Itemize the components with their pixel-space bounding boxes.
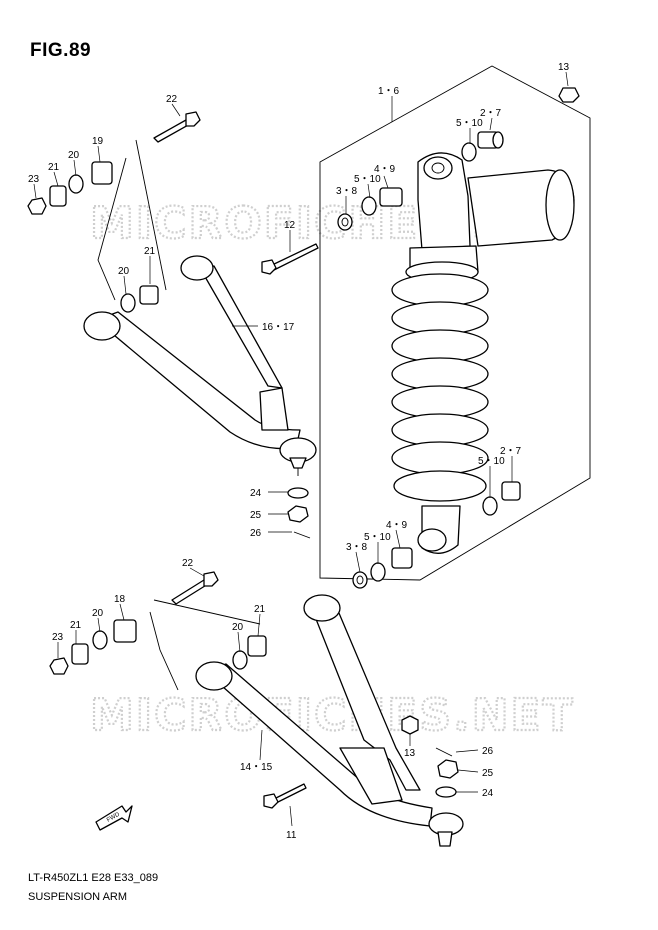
callout-5-10-bottom-b: 5・10 <box>364 532 391 543</box>
callout-2-7-bottom: 2・7 <box>500 446 522 457</box>
upper-arm-bushings <box>27 111 319 539</box>
figure-code: LT-R450ZL1 E28 E33_089 <box>28 872 159 884</box>
callout-14-15: 14・15 <box>240 762 273 773</box>
lower-arm-bushings <box>49 571 459 809</box>
forward-direction-arrow: FWD <box>95 805 133 831</box>
callout-24-top: 24 <box>250 488 262 499</box>
figure-title: FIG.89 <box>30 40 92 61</box>
callout-23-top: 23 <box>28 174 40 185</box>
callout-25-bottom: 25 <box>482 768 494 779</box>
callout-4-9-top: 4・9 <box>374 164 396 175</box>
callout-25-top: 25 <box>250 510 262 521</box>
callout-18: 18 <box>114 594 126 605</box>
callout-23-bottom: 23 <box>52 632 64 643</box>
figure-name: SUSPENSION ARM <box>28 891 128 903</box>
callout-19: 19 <box>92 136 104 147</box>
leader-lines <box>33 71 569 827</box>
callout-20-top-left: 20 <box>68 150 80 161</box>
callout-labels: 22 19 20 21 23 21 20 12 16・17 24 25 26 1… <box>28 62 570 841</box>
callout-5-10-top-b: 5・10 <box>354 174 381 185</box>
upper-suspension-arm <box>83 255 317 476</box>
callout-20-bottom-right: 20 <box>232 622 244 633</box>
callout-26-top: 26 <box>250 528 262 539</box>
lower-suspension-arm <box>195 594 464 847</box>
upper-arm-leader-left <box>97 157 127 301</box>
callout-5-10-bottom-a: 5・10 <box>478 456 505 467</box>
callout-21-top-right: 21 <box>144 246 156 257</box>
watermark-bottom: MICROFICHES.NET <box>90 690 575 741</box>
rear-shock-absorber <box>391 152 575 554</box>
callout-2-7-top: 2・7 <box>480 108 502 119</box>
shock-upper-hardware <box>337 87 580 231</box>
callout-24-bottom: 24 <box>482 788 494 799</box>
callout-5-10-top-a: 5・10 <box>456 118 483 129</box>
callout-1-6: 1・6 <box>378 86 400 97</box>
callout-26-bottom: 26 <box>482 746 494 757</box>
shock-lower-hardware <box>352 481 521 589</box>
callout-21-bottom-right: 21 <box>254 604 266 615</box>
upper-arm-leader-right <box>135 139 167 291</box>
lower-arm-leader-right <box>153 599 261 625</box>
callout-21-top-left: 21 <box>48 162 60 173</box>
callout-16-17: 16・17 <box>262 322 295 333</box>
callout-20-top-right: 20 <box>118 266 130 277</box>
callout-12: 12 <box>284 220 296 231</box>
callout-11: 11 <box>286 830 297 841</box>
callout-22-bottom: 22 <box>182 558 194 569</box>
callout-21-bottom-left: 21 <box>70 620 82 631</box>
lower-arm-leader-left <box>149 611 179 691</box>
spring-coils <box>391 273 489 502</box>
callout-4-9-bottom: 4・9 <box>386 520 408 531</box>
callout-13-bottom: 13 <box>404 748 416 759</box>
callout-3-8-bottom: 3・8 <box>346 542 368 553</box>
shock-group-outline <box>319 65 591 581</box>
callout-13-top: 13 <box>558 62 570 73</box>
callout-3-8-top: 3・8 <box>336 186 358 197</box>
callout-20-bottom-left: 20 <box>92 608 104 619</box>
callout-22-top: 22 <box>166 94 178 105</box>
